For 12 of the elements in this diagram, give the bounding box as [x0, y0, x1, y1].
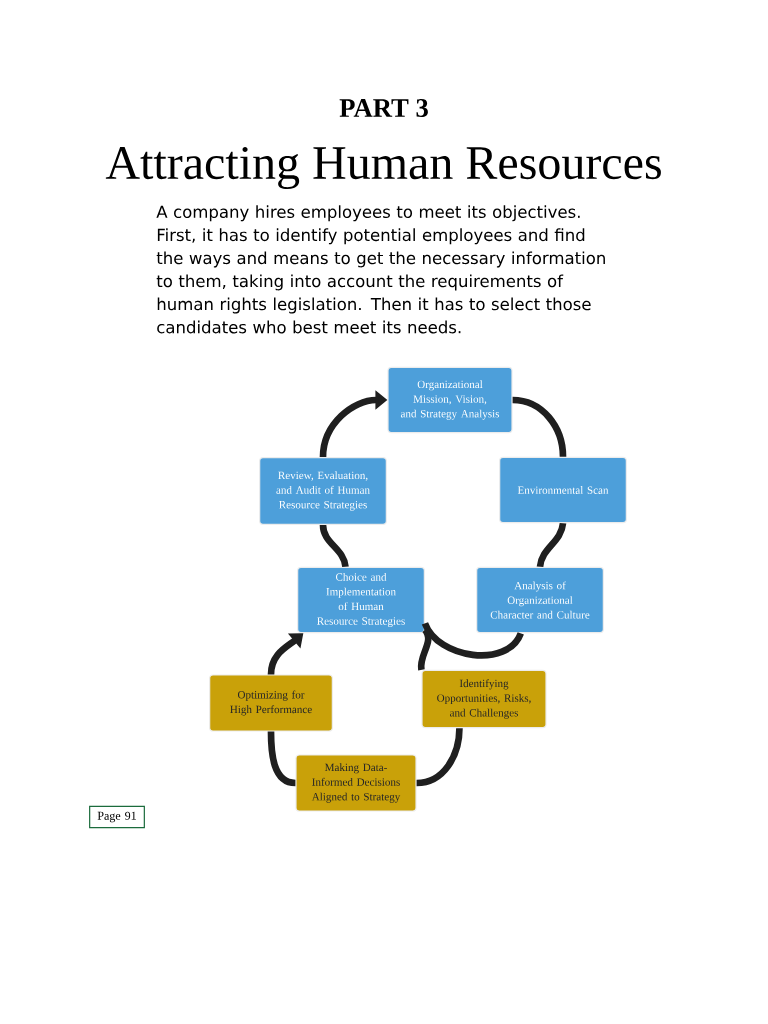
- process-box: Identifying Opportunities, Risks, and Challenges: [421, 669, 547, 729]
- body-paragraph: A company hires employees to meet its objectives. First, it has to identify potential employees and find the ways and means to get the necessary information to them, taking into account the requirements of human rights legislation. Then it has to select those candidates who best meet its needs.: [156, 205, 605, 334]
- process-box: Analysis of Organizational Character and Culture: [476, 566, 604, 634]
- title: Attracting Human Resources: [105, 146, 661, 190]
- part-heading: PART 3: [339, 99, 428, 117]
- process-box: Choice and Implementation of Human Resource Strategies: [297, 566, 425, 634]
- process-box: Review, Evaluation, and Audit of Human Resource Strategies: [259, 457, 387, 525]
- process-box: Environmental Scan: [499, 456, 627, 524]
- process-box: Making Data-Informed Decisions Aligned to Strategy: [295, 754, 417, 812]
- process-box: Organizational Mission, Vision, and Strategy Analysis: [387, 366, 513, 434]
- page-number-box: Page 91: [89, 805, 145, 829]
- process-box: Optimizing for High Performance: [209, 674, 333, 732]
